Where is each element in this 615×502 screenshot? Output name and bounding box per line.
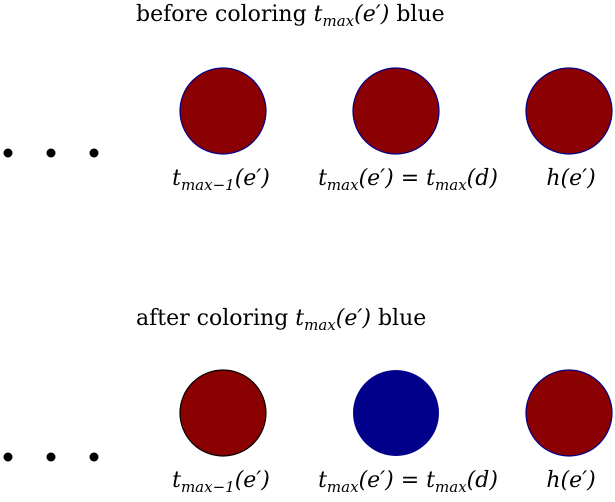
ellipsis-dot [89, 148, 99, 158]
label-arg: (e′) [234, 468, 270, 493]
label-var: h [546, 468, 561, 493]
title-subscript: max [322, 12, 355, 30]
node-top-tmax-1 [179, 67, 267, 155]
title-text: before coloring [136, 2, 314, 27]
ellipsis-dot [46, 452, 56, 462]
title-arg: (e′) [335, 306, 371, 331]
label-subscript: max−1 [180, 176, 235, 194]
node-bottom-tmax-1 [179, 369, 267, 457]
label-arg: (e′) [560, 468, 596, 493]
title-var: t [313, 2, 323, 27]
panel-title-before: before coloring tmax(e′) blue [136, 2, 445, 30]
title-text: after coloring [136, 306, 296, 331]
node-label: tmax(e′) = tmax(d) [318, 166, 498, 194]
node-label: h(e′) [546, 468, 595, 493]
node-label: tmax−1(e′) [172, 166, 270, 194]
label-var: t [318, 468, 327, 493]
node-label: h(e′) [546, 166, 595, 191]
label-subscript: max [326, 176, 359, 194]
title-subscript: max [304, 316, 336, 334]
node-top-h [525, 67, 613, 155]
ellipsis-dot [3, 452, 13, 462]
label-subscript: max [326, 478, 359, 496]
label-var: t [426, 166, 436, 191]
label-var: t [172, 166, 181, 191]
title-suffix: blue [389, 2, 445, 27]
node-bottom-h [525, 369, 613, 457]
panel-title-after: after coloring tmax(e′) blue [136, 306, 427, 334]
label-arg: (d) [466, 468, 498, 493]
label-var: t [426, 468, 436, 493]
label-arg: (d) [466, 166, 498, 191]
label-arg: (e′) = [358, 468, 427, 493]
node-label: tmax−1(e′) [172, 468, 270, 496]
ellipsis-dot [46, 148, 56, 158]
label-subscript: max [435, 176, 467, 194]
node-label: tmax(e′) = tmax(d) [318, 468, 498, 496]
label-var: h [546, 166, 561, 191]
node-top-tmax [352, 67, 440, 155]
node-bottom-tmax-blue [353, 370, 439, 456]
label-var: t [172, 468, 181, 493]
title-suffix: blue [370, 306, 427, 331]
label-arg: (e′) [234, 166, 270, 191]
title-var: t [295, 306, 305, 331]
label-subscript: max−1 [180, 478, 235, 496]
label-arg: (e′) = [358, 166, 427, 191]
ellipsis-dot [3, 148, 13, 158]
label-arg: (e′) [560, 166, 596, 191]
ellipsis-dot [89, 452, 99, 462]
title-arg: (e′) [354, 2, 390, 27]
label-subscript: max [435, 478, 467, 496]
label-var: t [318, 166, 327, 191]
